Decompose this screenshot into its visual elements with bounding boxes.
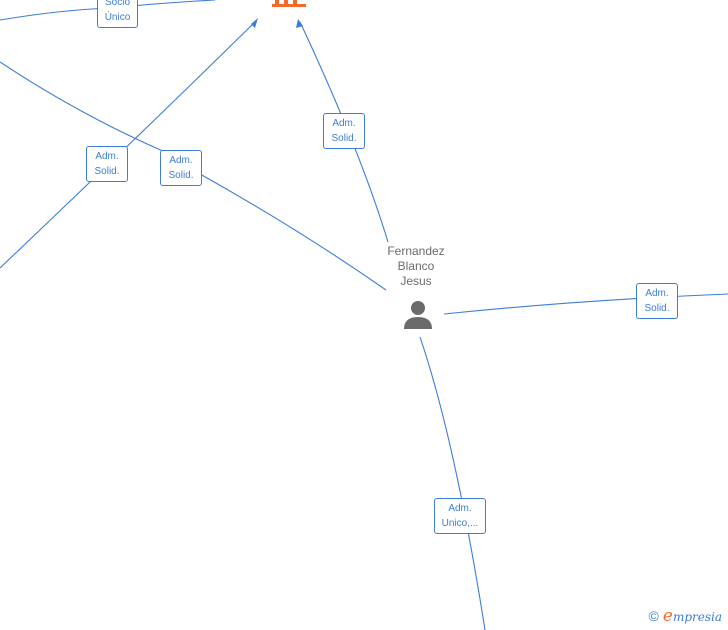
arrowhead-left <box>251 18 258 28</box>
brand-logo-text: mpresia <box>672 610 722 624</box>
edge-label-socio-unico[interactable]: Socio Único <box>97 0 138 28</box>
edge-label-line: Adm. <box>448 503 472 514</box>
edge-label-line: Adm. <box>332 118 356 129</box>
edge-label-line: Solid. <box>331 133 357 144</box>
edge-top-left-to-adm[interactable] <box>0 61 166 153</box>
brand-watermark: © empresia <box>649 606 722 626</box>
edge-label-line: Unico,... <box>441 518 479 529</box>
edge-label-adm-solid-right[interactable]: Adm. Solid. <box>636 283 678 319</box>
edge-label-line: Adm. <box>645 288 669 299</box>
edge-label-adm-solid-left[interactable]: Adm. Solid. <box>86 146 128 182</box>
edge-person-to-right[interactable] <box>443 293 728 315</box>
edge-label-line: Solid. <box>168 170 194 181</box>
edge-label-line: Solid. <box>644 303 670 314</box>
brand-logo: empresia <box>663 606 722 626</box>
edge-label-line: Único <box>104 12 131 23</box>
edge-label-adm-solid-middle[interactable]: Adm. Solid. <box>160 150 202 186</box>
edge-label-adm-unico[interactable]: Adm. Unico,... <box>434 498 486 534</box>
edge-label-adm-solid-company[interactable]: Adm. Solid. <box>323 113 365 149</box>
person-name-line: Jesus <box>400 274 432 288</box>
person-name-line: Fernandez <box>387 244 445 258</box>
edge-label-line: Adm. <box>169 155 193 166</box>
edge-person-to-bottom[interactable] <box>419 336 486 630</box>
person-name-line: Blanco <box>397 259 435 273</box>
person-icon[interactable] <box>402 299 434 329</box>
edge-left-to-company[interactable] <box>0 21 256 269</box>
arrowhead-person <box>296 19 303 28</box>
edge-label-line: Adm. <box>95 151 119 162</box>
building-icon[interactable] <box>272 0 306 7</box>
edge-label-line: Solid. <box>94 166 120 177</box>
edge-person-to-left-adm[interactable] <box>199 173 387 291</box>
edge-label-line: Socio <box>104 0 130 8</box>
copyright-icon: © <box>648 608 659 624</box>
brand-logo-e: e <box>662 606 673 626</box>
person-name[interactable]: Fernandez Blanco Jesus <box>375 244 457 289</box>
